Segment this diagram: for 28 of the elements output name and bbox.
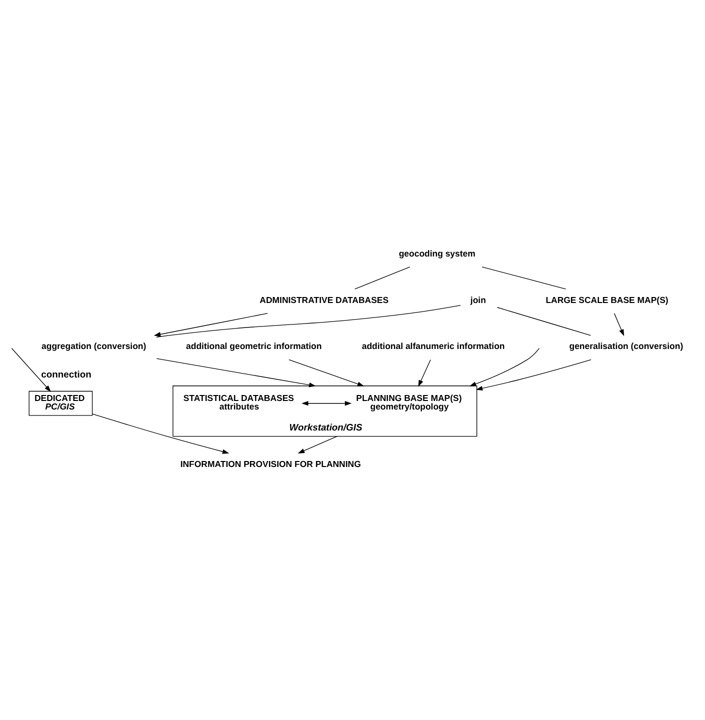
arrow <box>288 359 364 386</box>
arrow <box>418 359 431 387</box>
node-text: generalisation (conversion) <box>569 341 684 352</box>
node-text: ADMINISTRATIVE DATABASES <box>260 294 389 305</box>
node-text: join <box>470 294 486 305</box>
arrow <box>614 313 624 336</box>
node-box: DEDICATED PC/GIS <box>28 390 93 416</box>
connector <box>354 266 410 290</box>
arrow <box>298 436 338 454</box>
node-text: INFORMATION PROVISION FOR PLANNING <box>180 458 361 469</box>
arrow <box>476 359 592 391</box>
edge-label: connection <box>41 368 92 380</box>
node-text: PLANNING BASE MAP(S) geometry/topology <box>356 392 462 412</box>
arrow <box>92 414 230 454</box>
arrow <box>154 313 268 337</box>
node-text: additional geometric information <box>186 341 322 352</box>
node-text: aggregation (conversion) <box>42 341 146 352</box>
node-text: additional alfanumeric information <box>362 341 505 352</box>
arrow <box>11 348 51 392</box>
node-text: LARGE SCALE BASE MAP(S) <box>546 294 668 305</box>
node-text: STATISTICAL DATABASES attributes <box>183 392 294 412</box>
connector <box>496 307 591 336</box>
connector <box>156 304 461 338</box>
node-text: geocoding system <box>398 248 476 258</box>
arrow <box>302 401 352 406</box>
connector <box>482 266 566 290</box>
arrow <box>469 348 540 391</box>
arrow <box>156 358 316 388</box>
